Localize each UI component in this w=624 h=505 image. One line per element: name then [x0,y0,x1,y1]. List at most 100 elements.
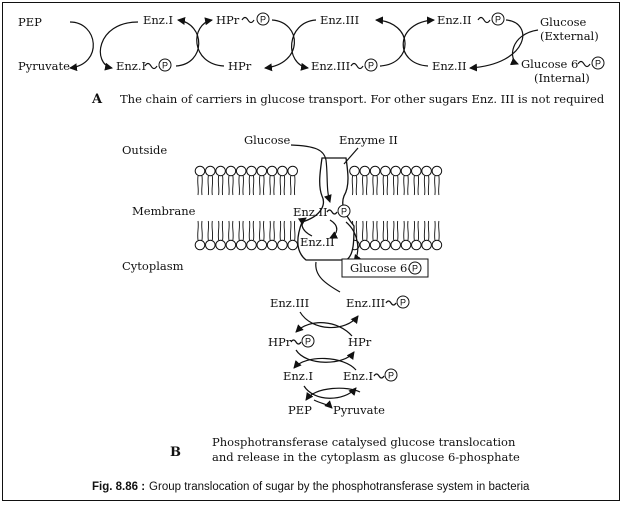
lipid-head [431,239,443,251]
svg-text:P: P [495,15,501,25]
lipid-tail [372,220,378,241]
a-enz2-p-label: Enz.II [437,13,472,27]
b-enz2-cycle-arrow-left [297,217,313,237]
b-outside-label: Outside [122,143,167,157]
lipid-head [359,165,371,177]
lipid-head [431,165,443,177]
a-hpr-label: HPr [228,59,252,73]
b-cascade-link [315,261,341,293]
lipid-tail [238,175,244,196]
lipid-head [277,165,288,177]
lipid-tail [413,175,420,196]
lipid-head [266,239,278,251]
lipid-head [194,165,206,177]
lipid-tail [217,220,224,241]
b-enz3-p-label: Enz.III [346,296,385,310]
a-pep-label: PEP [18,15,42,29]
glucose-inflow-arrow [290,144,332,203]
lipid-tail [269,175,275,196]
lipid-tail [362,175,368,196]
lipid-tail [403,220,409,241]
b-pyruvate-label: Pyruvate [333,403,385,417]
lipid-tail [382,220,389,241]
glucose6p-box [341,258,429,278]
figure-caption: Fig. 8.86 : Group translocation of sugar… [92,477,530,494]
lipid-head [380,165,391,177]
a-enz2-phosphate-icon: P [477,12,505,26]
b-enz3-label: Enz.III [270,296,309,310]
b-enz1-phosphate-icon: P [373,368,398,382]
a-enz1-phosphate-icon: P [144,58,172,72]
a-internal-label: (Internal) [534,71,590,85]
svg-text:P: P [388,371,394,381]
b-pep-label: PEP [288,403,312,417]
lipid-head [215,165,226,177]
b-enz1-p-label: Enz.I [343,369,373,383]
b-hpr-p-label: HPr [268,335,292,349]
svg-text:P: P [595,59,601,69]
lipid-head [287,239,299,251]
lipid-tail [248,175,255,196]
b-enz3-phosphate-icon: P [385,295,410,309]
lipid-tail [392,175,399,196]
lipid-tail [228,220,234,241]
lipid-tail [434,175,440,196]
panel-b-caption-line2: and release in the cytoplasm as glucose … [212,450,520,464]
lipid-head [287,165,299,177]
panel-a-label: A [91,92,103,107]
panel-a: PEP Enz.I HPr P Enz.III Enz.II P Glucose… [18,12,605,107]
lipid-head [411,239,422,251]
lipid-head [225,165,237,177]
b-hpr-label: HPr [348,335,372,349]
a-enz2-label: Enz.II [432,59,467,73]
svg-text:P: P [260,15,266,25]
figure-number: Fig. 8.86 : [92,481,145,493]
lipid-tail [413,220,420,241]
a-glucose-external-label: Glucose [540,15,587,29]
lipid-tail [362,220,368,241]
lipid-tail [269,220,275,241]
b-enzyme2-label: Enzyme II [339,133,398,147]
lipid-head [390,239,402,251]
panel-b-caption-line1: Phosphotransferase catalysed glucose tra… [212,435,516,449]
lipid-head [246,239,257,251]
lipid-tail [289,175,296,196]
lipid-head [235,165,247,177]
b-glucose6p-phosphate-icon: P [408,261,422,275]
lipid-tail [197,175,203,196]
lipid-tail [423,175,430,196]
b-reaction-crossings [293,311,361,409]
lipid-tail [382,175,389,196]
lipid-tail [279,220,286,241]
lipid-head [225,239,237,251]
lipid-head [400,165,412,177]
svg-text:P: P [400,298,406,308]
b-glucose6p-label: Glucose 6- [350,261,411,275]
b-enz2-cycle-arrow-right [329,219,339,239]
panel-b-label: B [170,445,181,460]
b-glucose-label: Glucose [244,133,291,147]
b-membrane-label: Membrane [132,204,196,218]
lipid-tail [392,220,399,241]
b-enz2-p-label: Enz.II [293,205,328,219]
lipid-head [369,165,381,177]
b-cytoplasm-label: Cytoplasm [122,259,184,273]
lipid-head [235,239,247,251]
a-external-label: (External) [540,29,599,43]
a-glucose6-phosphate-icon: P [577,56,605,70]
lipid-head [390,165,402,177]
svg-text:P: P [412,264,418,274]
panel-a-caption: The chain of carriers in glucose transpo… [120,92,605,106]
a-enz1-label: Enz.I [143,13,173,27]
enzyme2-pointer [343,147,359,165]
lipid-tail [434,220,440,241]
lipid-tail [197,220,203,241]
lipid-head [205,239,216,251]
lipid-head [421,239,432,251]
b-hpr-phosphate-icon: P [290,334,315,348]
svg-text:P: P [305,337,311,347]
a-glucose6-label: Glucose 6 [521,57,578,71]
lipid-tail [217,175,224,196]
lipid-head [380,239,391,251]
